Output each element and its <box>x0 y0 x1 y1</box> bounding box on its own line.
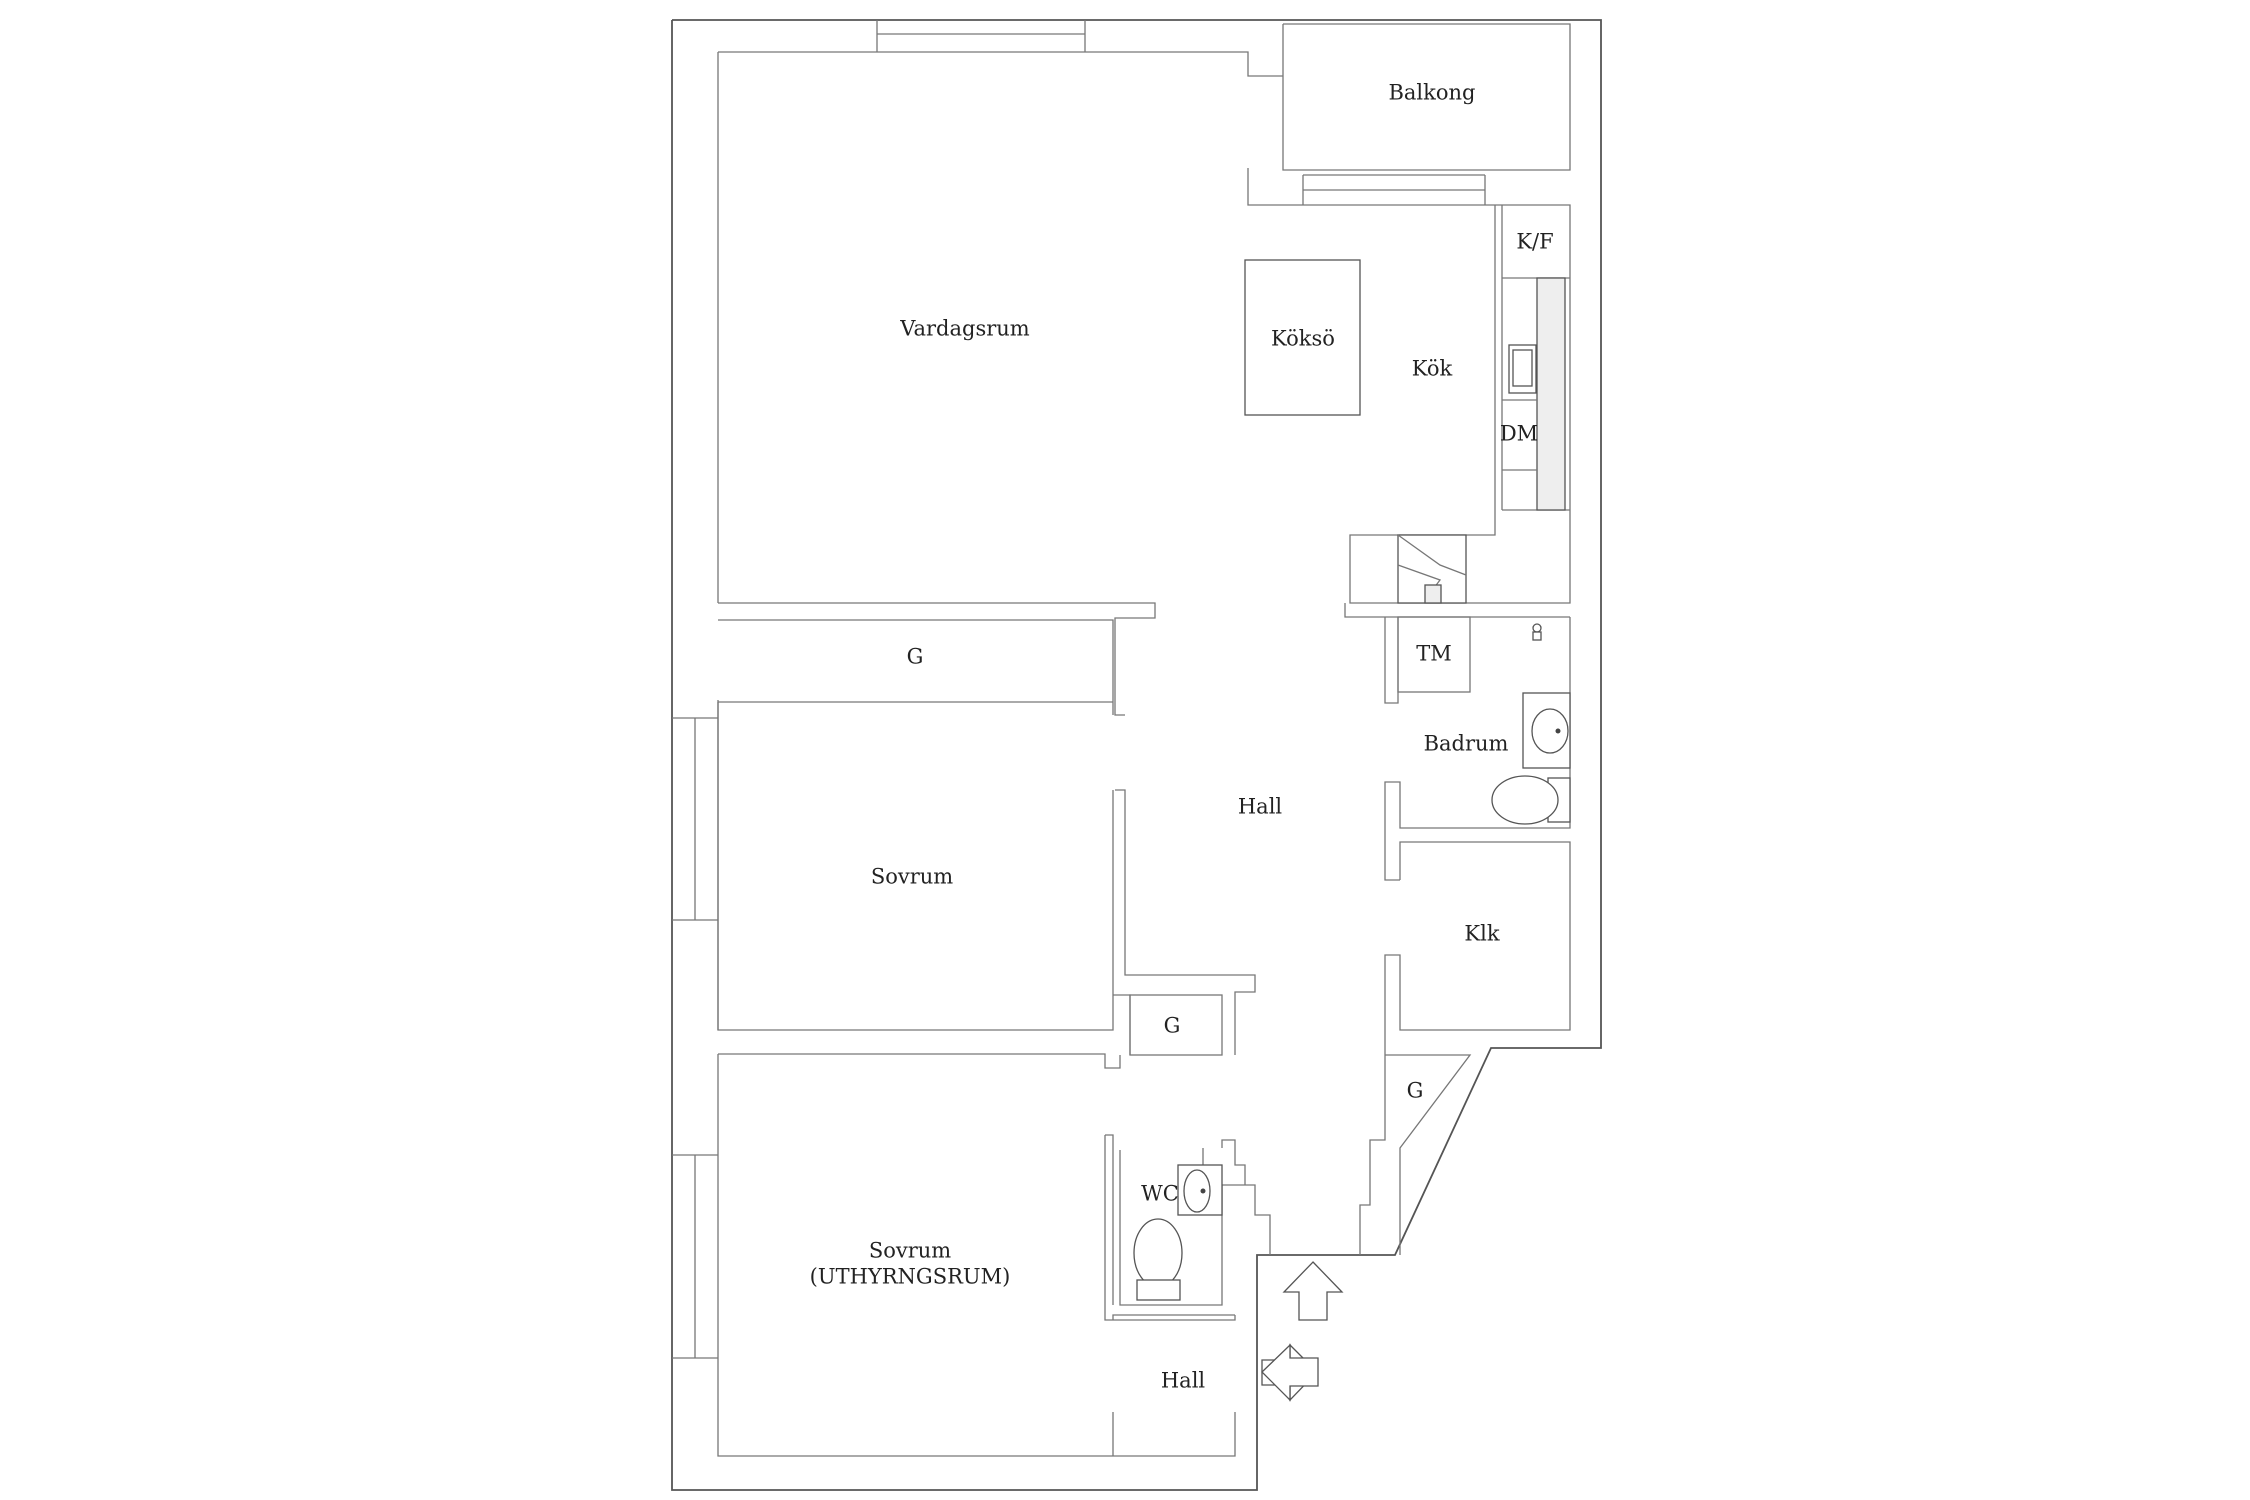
sovrum-room: Sovrum <box>717 702 1114 1031</box>
g-diag-closet: G <box>1359 1054 1472 1255</box>
g-diag-label: G <box>1407 1079 1424 1103</box>
badrum-room: Badrum <box>1384 617 1571 881</box>
badrum-label: Badrum <box>1424 732 1509 756</box>
sovrum-label: Sovrum <box>871 865 953 889</box>
hall-main: Hall <box>1113 789 1283 1055</box>
top-window <box>876 20 1086 52</box>
kok-label: Kök <box>1412 357 1453 381</box>
sovrum2-room: Sovrum (UTHYRNGSRUM) <box>718 1053 1121 1305</box>
sink-icon <box>1522 692 1571 769</box>
kf-label: K/F <box>1516 230 1553 254</box>
arrow-up-icon <box>1282 1261 1344 1321</box>
wc-label: WC <box>1141 1182 1179 1206</box>
kitchen-counter <box>1536 277 1566 511</box>
hall-small-label: Hall <box>1161 1369 1206 1393</box>
sink-icon <box>1177 1164 1223 1216</box>
sovrum2-label-line1: Sovrum <box>869 1239 951 1263</box>
tm-room: TM <box>1384 616 1471 704</box>
kok-room: Köksö Kök K/F DM <box>1244 204 1571 604</box>
hall-main-label: Hall <box>1238 795 1283 819</box>
klk-label: Klk <box>1464 922 1499 946</box>
kokso-island <box>1244 259 1361 416</box>
g-mid-closet: G <box>1129 994 1223 1056</box>
vardagsrum-label: Vardagsrum <box>899 317 1030 341</box>
stove-icon <box>1397 534 1467 604</box>
arrow-right-icon <box>1261 1343 1319 1402</box>
left-window-1 <box>672 717 718 921</box>
tm-label: TM <box>1416 642 1452 666</box>
vardagsrum-room: Vardagsrum <box>718 51 1283 716</box>
dm-label: DM <box>1500 422 1538 446</box>
klk-room: Klk <box>1384 841 1571 1055</box>
balkong-label: Balkong <box>1388 81 1475 105</box>
hall-small: Hall <box>1112 1314 1235 1393</box>
g-mid-label: G <box>1164 1014 1181 1038</box>
balkong-room: Balkong <box>1247 23 1571 206</box>
g-top-label: G <box>907 645 924 669</box>
sovrum2-label-line2: (UTHYRNGSRUM) <box>810 1265 1011 1289</box>
kokso-label: Köksö <box>1271 327 1335 351</box>
g-top-closet: G <box>718 619 1114 715</box>
tap-icon <box>1532 623 1542 641</box>
left-window-2 <box>672 1154 718 1359</box>
toilet-icon <box>1491 775 1571 825</box>
toilet-icon <box>1133 1218 1183 1301</box>
wc-room: WC <box>1104 1135 1271 1321</box>
